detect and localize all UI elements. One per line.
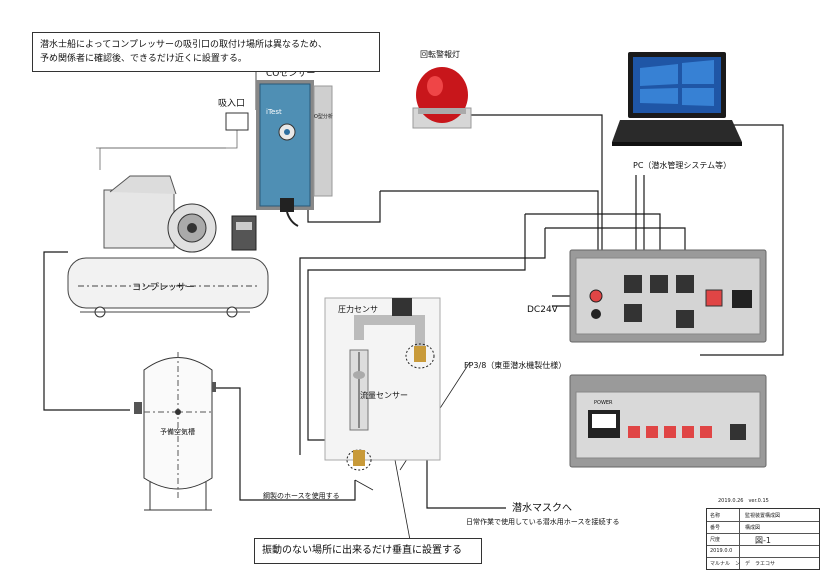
co-sensor-side-label: O型分析 <box>314 113 333 120</box>
fitting-label: FP3/8（東亜潜水機製仕様） <box>464 360 566 370</box>
co-sensor-brand: iTest <box>266 108 282 116</box>
title-block-r1b: 監視装置構成図 <box>745 513 781 519</box>
co-sensor-label: COセンサー <box>266 68 315 79</box>
dc24v-label: DC24V <box>527 305 559 315</box>
rotating-beacon <box>412 67 472 129</box>
intake-port <box>225 112 249 131</box>
wires <box>43 114 784 509</box>
pressure-sensor-label: 圧力センサ <box>338 304 378 314</box>
laptop <box>612 52 742 146</box>
title-block: 名称 監視装置構成図 番号 構成図 尺度 図-1 2019.0.0 マルナル ン… <box>706 508 820 570</box>
title-block-footer: マルナル ン デ ラエコサ <box>710 561 776 567</box>
controller-front <box>569 374 767 468</box>
co-sensor <box>256 80 333 227</box>
title-block-r3a: 尺度 <box>710 537 721 543</box>
compressor-label: コンプレッサー <box>132 282 195 293</box>
hose-note: 鋼製のホースを使用する <box>263 491 340 500</box>
title-block-r3b: 図-1 <box>755 536 771 545</box>
compressor <box>67 175 269 318</box>
installation-note-line2: 予め関係者に確認後、できるだけ近くに設置する。 <box>40 54 247 64</box>
spare-air-tank <box>134 352 216 511</box>
mask-hose-note: 日常作業で使用している潜水用ホースを接続する <box>466 517 619 526</box>
spare-air-tank-label: 予備空気槽 <box>160 427 195 436</box>
installation-note-line1: 潜水士船によってコンプレッサーの吸引口の取付け場所は異なるため、 <box>40 40 328 50</box>
intake-pipe <box>96 130 238 170</box>
flow-sensor-assembly <box>324 297 441 471</box>
to-mask-label: 潜水マスクへ <box>512 501 572 514</box>
title-block-r1a: 名称 <box>710 513 721 519</box>
title-block-header: 2019.0.26 ver.0.15 <box>718 498 769 504</box>
diagram-labels: 吸入口 COセンサー iTest O型分析 回転警報灯 PC（潜水管理システム等… <box>132 49 731 526</box>
title-block-r2a: 番号 <box>710 525 721 531</box>
rotating-light-label: 回転警報灯 <box>420 49 460 59</box>
intake-port-label: 吸入口 <box>218 98 245 109</box>
vertical-install-note: 振動のない場所に出来るだけ垂直に設置する <box>254 538 482 564</box>
panel-label: POWER <box>594 400 613 406</box>
controller-rear <box>569 249 767 343</box>
installation-note: 潜水士船によってコンプレッサーの吸引口の取付け場所は異なるため、 予め関係者に確… <box>32 32 380 72</box>
title-block-r4a: 2019.0.0 <box>710 548 733 554</box>
pc-label: PC（潜水管理システム等） <box>633 160 731 170</box>
flow-sensor-label: 流量センサー <box>360 390 408 400</box>
title-block-r2b: 構成図 <box>745 525 761 531</box>
